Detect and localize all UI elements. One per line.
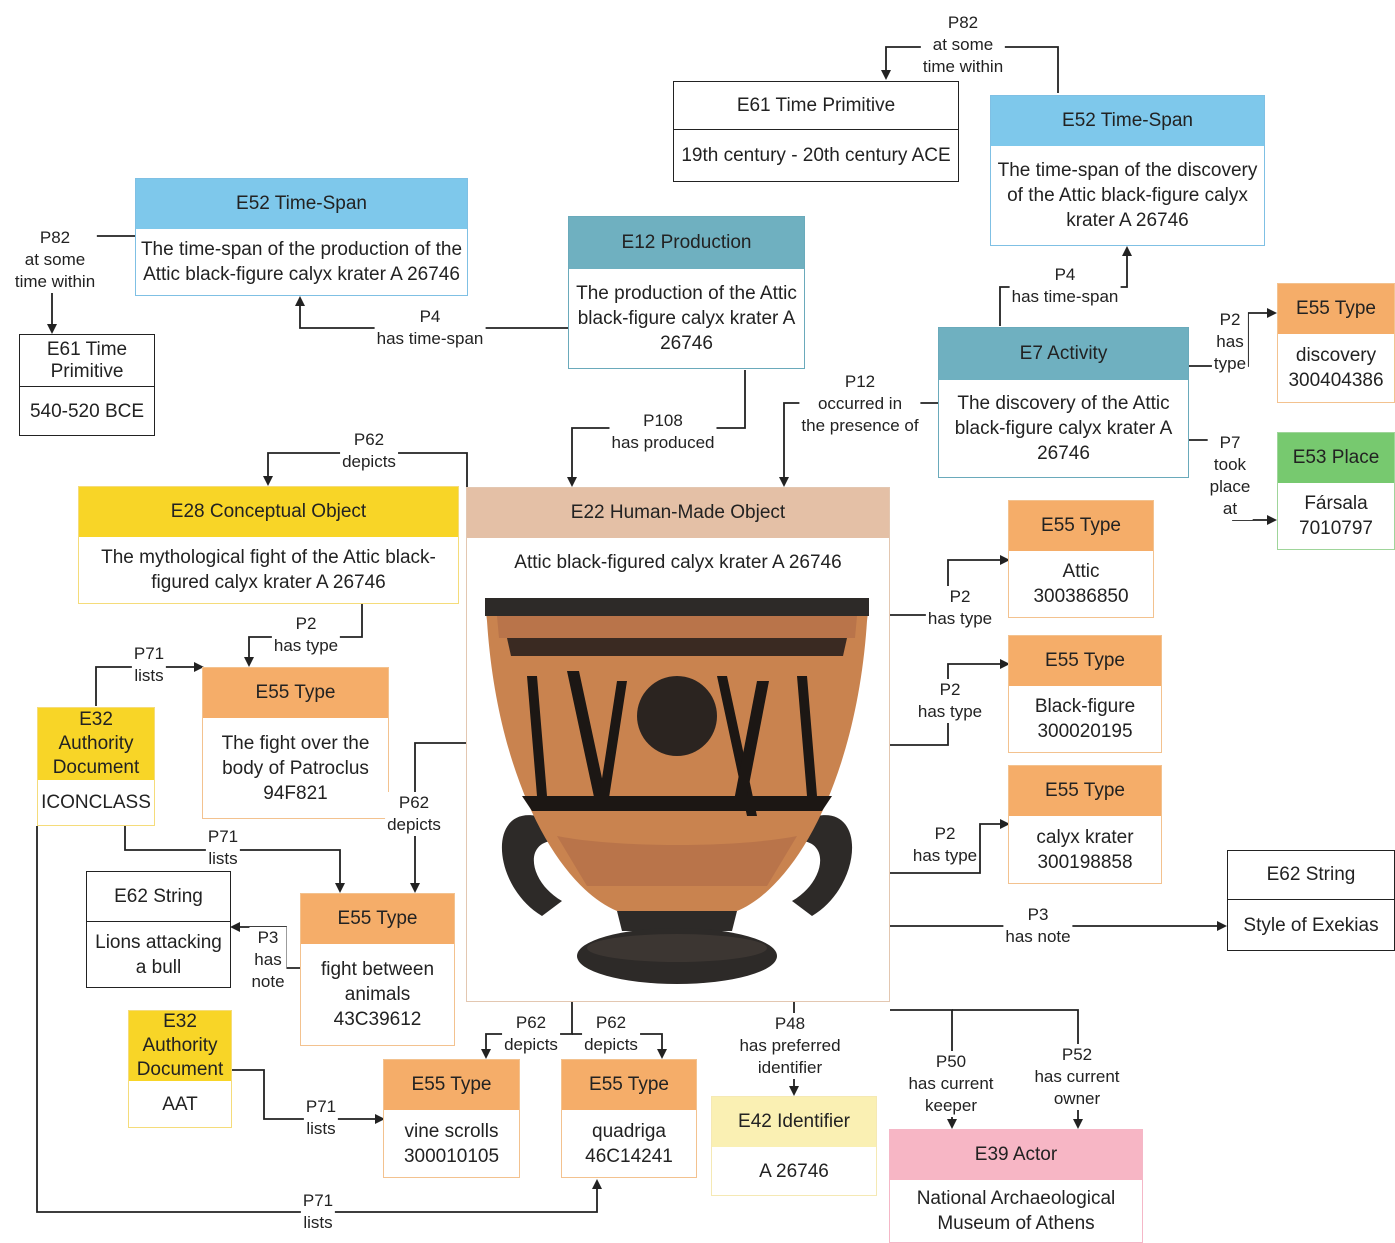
label-p62-animals: P62 depicts [385,792,443,836]
node-e55-patroclus: E55 Type The fight over the body of Patr… [202,667,389,819]
node-e7: E7 Activity The discovery of the Attic b… [938,327,1189,478]
label-p62-quadriga: P62 depicts [582,1012,640,1056]
label-p62-vine: P62 depicts [502,1012,560,1056]
label-p2-attic: P2 has type [925,586,995,630]
label-p2-discovery: P2 has type [1211,309,1249,375]
label-p71-aat: P71 lists [303,1096,339,1140]
node-class: E28 Conceptual Object [79,487,458,537]
node-value: quadriga 46C14241 [585,1120,673,1167]
node-class: E39 Actor [890,1130,1142,1180]
label-p82-top: P82 at some time within [920,12,1006,78]
node-value: The mythological fight of the Attic blac… [101,547,436,593]
node-class: E7 Activity [939,328,1188,380]
node-value: The production of the Attic black-figure… [576,283,797,354]
label-p4-left: P4 has time-span [374,306,486,350]
node-class: E55 Type [1009,636,1161,686]
node-class: E61 Time Primitive [674,82,958,130]
node-class: E22 Human-Made Object [467,488,889,538]
label-p3-exekias: P3 has note [1003,904,1073,948]
node-value: Fársala 7010797 [1299,493,1373,539]
node-e32-iconclass: E32 Authority Document ICONCLASS [37,707,155,826]
label-p52: P52 has current owner [1032,1044,1122,1110]
node-value: fight between animals 43C39612 [320,959,435,1030]
node-class: E12 Production [569,217,804,269]
node-e52-top: E52 Time-Span The time-span of the disco… [990,95,1265,246]
node-class: E55 Type [562,1060,696,1110]
node-class: E52 Time-Span [136,179,467,229]
node-class: E32 Authority Document [129,1011,231,1081]
label-p50: P50 has current keeper [906,1051,996,1117]
node-e22: E22 Human-Made Object Attic black-figure… [466,487,890,1002]
node-class: E42 Identifier [712,1097,876,1147]
label-p71-mid: P71 lists [205,826,241,870]
node-e62-lions: E62 String Lions attacking a bull [86,871,231,988]
node-e55-attic: E55 Type Attic 300386850 [1008,500,1154,618]
node-class: E55 Type [1278,284,1394,334]
node-e55-quadriga: E55 Type quadriga 46C14241 [561,1059,697,1178]
node-class: E53 Place [1278,433,1394,483]
node-e52-left: E52 Time-Span The time-span of the produ… [135,178,468,296]
node-e53: E53 Place Fársala 7010797 [1277,432,1395,550]
node-value: Black-figure 300020195 [1034,696,1136,742]
edge-p71-top [95,662,204,706]
node-e55-animals: E55 Type fight between animals 43C39612 [300,893,455,1046]
node-class: E62 String [1228,851,1394,900]
node-value: National Archaeological Museum of Athens [916,1188,1116,1234]
label-p71-top: P71 lists [131,643,167,687]
node-class: E52 Time-Span [991,96,1264,146]
edge-p2-calyx [890,819,1010,874]
node-e61-left: E61 Time Primitive 540-520 BCE [19,334,155,436]
node-e42: E42 Identifier A 26746 [711,1096,877,1196]
node-value: ICONCLASS [41,792,151,813]
node-value: AAT [162,1093,198,1115]
node-e55-vine-scrolls: E55 Type vine scrolls 300010105 [383,1059,520,1178]
label-p2-black: P2 has type [915,679,985,723]
label-p48: P48 has preferred identifier [737,1013,843,1079]
node-e55-black-figure: E55 Type Black-figure 300020195 [1008,635,1162,753]
node-e39: E39 Actor National Archaeological Museum… [889,1129,1143,1243]
node-class: E55 Type [203,668,388,718]
label-p62-e28: P62 depicts [340,429,398,473]
node-value: A 26746 [759,1160,829,1182]
node-value: vine scrolls 300010105 [403,1120,500,1167]
node-class: E55 Type [384,1060,519,1110]
label-p71-bottom: P71 lists [300,1190,336,1234]
node-value: 19th century - 20th century ACE [681,145,951,166]
label-p7: P7 took place at [1207,432,1253,520]
node-value: discovery 300404386 [1288,345,1384,391]
node-e55-discovery: E55 Type discovery 300404386 [1277,283,1395,403]
node-value: The discovery of the Attic black-figure … [954,393,1173,464]
node-e61-top: E61 Time Primitive 19th century - 20th c… [673,81,959,182]
label-p12: P12 occurred in the presence of [799,371,921,437]
label-p3-lions: P3 has note [249,927,287,993]
label-p2-e28: P2 has type [271,613,341,657]
edge-p62-animals [410,742,466,893]
node-class: E55 Type [1009,501,1153,551]
node-class: E32 Authority Document [38,708,154,780]
node-value: The time-span of the production of the A… [140,239,463,285]
krater-vase-image [485,598,869,984]
node-e32-aat: E32 Authority Document AAT [128,1010,232,1128]
node-value: 540-520 BCE [29,400,145,422]
node-class: E62 String [87,872,230,922]
node-e62-exekias: E62 String Style of Exekias [1227,850,1395,951]
node-class: E55 Type [1009,766,1161,816]
node-e12: E12 Production The production of the Att… [568,216,805,369]
node-value: Lions attacking a bull [95,931,222,978]
node-value: Style of Exekias [1243,914,1379,936]
node-value: calyx krater 300198858 [1036,826,1134,873]
node-e55-calyx-krater: E55 Type calyx krater 300198858 [1008,765,1162,884]
node-class: E55 Type [301,894,454,944]
node-value: Attic black-figured calyx krater A 26746 [514,551,842,573]
label-p108: P108 has produced [609,410,717,454]
node-value: The fight over the body of Patroclus 94F… [221,732,370,804]
label-p2-calyx: P2 has type [910,823,980,867]
label-p82-left: P82 at some time within [12,227,98,293]
node-e28: E28 Conceptual Object The mythological f… [78,486,459,604]
node-value: The time-span of the discovery of the At… [997,160,1258,231]
node-class: E61 Time Primitive [20,335,154,387]
label-p4-right: P4 has time-span [1009,264,1121,308]
node-value: Attic 300386850 [1033,561,1129,607]
